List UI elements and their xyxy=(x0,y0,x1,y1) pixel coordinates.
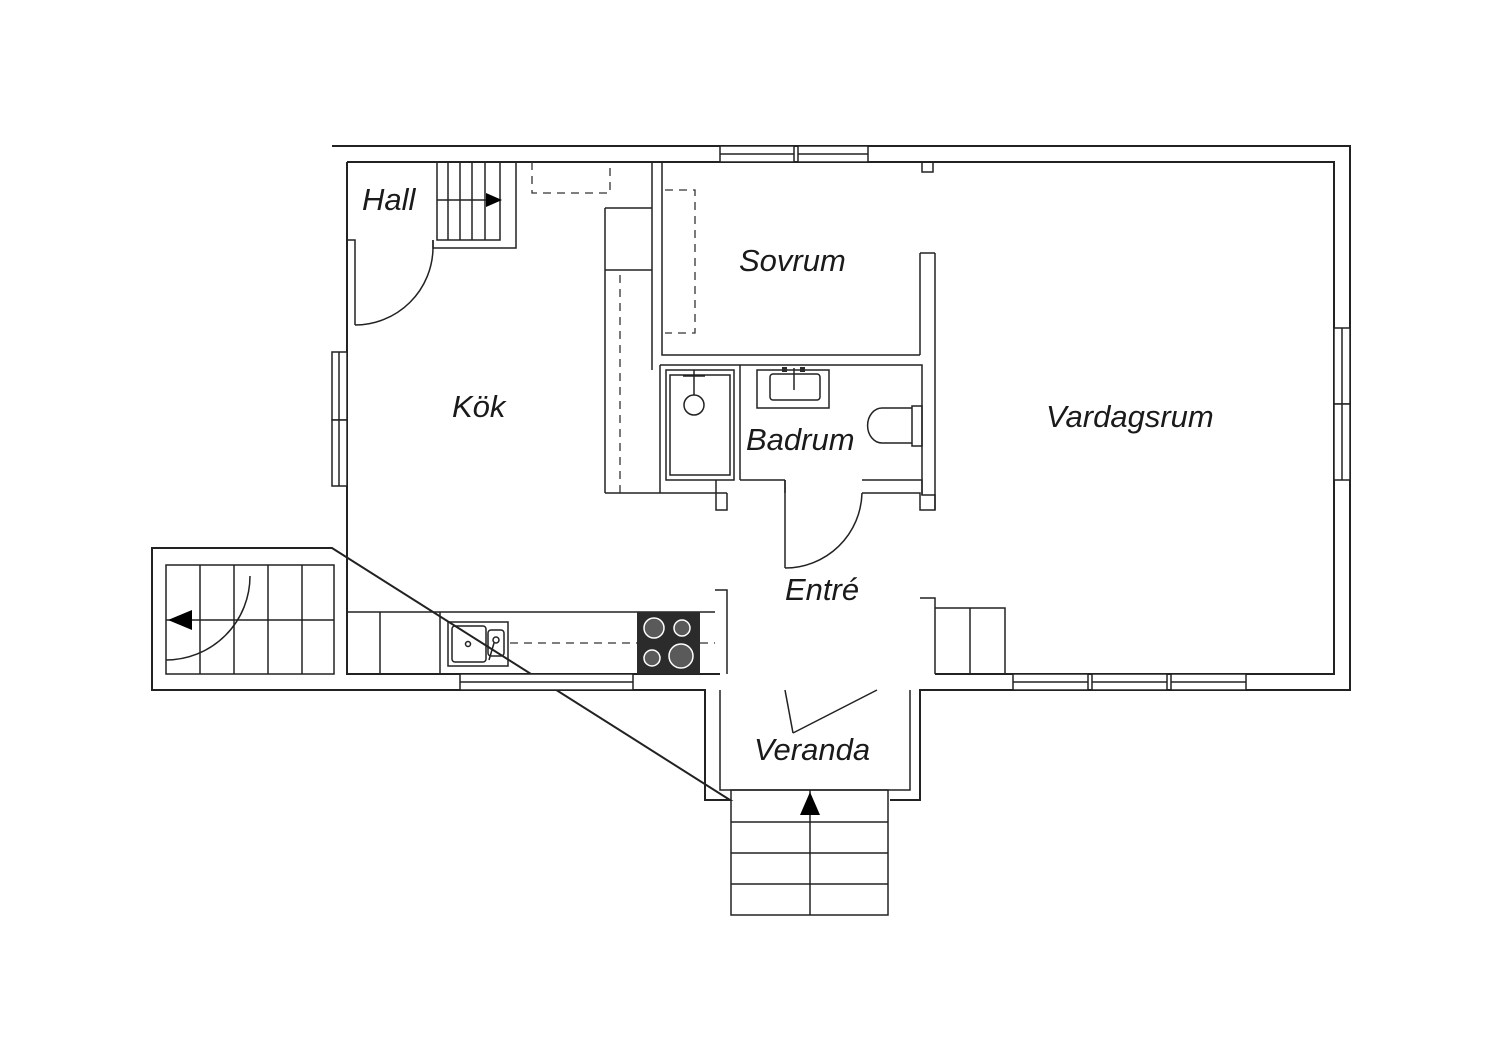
room-label-badrum: Badrum xyxy=(746,422,855,457)
stair-arrow-up-icon xyxy=(800,792,820,815)
room-label-sovrum: Sovrum xyxy=(739,243,846,278)
room-label-kok: Kök xyxy=(452,389,507,424)
interior-walls xyxy=(347,162,1006,674)
stair-outside-left xyxy=(165,564,335,675)
veranda-walls xyxy=(719,690,911,791)
room-label-veranda: Veranda xyxy=(754,732,870,767)
room-label-vardagsrum: Vardagsrum xyxy=(1046,399,1214,434)
stair-hall xyxy=(436,161,502,241)
stair-arrow-right-icon xyxy=(486,193,502,207)
toilet-icon xyxy=(866,405,923,447)
kitchen-counter xyxy=(347,611,715,674)
hob-icon xyxy=(637,612,700,674)
room-label-entre: Entré xyxy=(785,572,859,607)
stair-arrow-left-icon xyxy=(168,610,192,630)
room-label-hall: Hall xyxy=(362,182,417,217)
dashed-cabinets xyxy=(510,162,715,644)
shower-icon xyxy=(665,369,735,481)
windows xyxy=(331,145,1351,691)
washbasin-icon xyxy=(756,367,830,409)
doors xyxy=(165,240,878,734)
stair-veranda xyxy=(730,789,889,916)
sink-icon xyxy=(447,621,509,667)
